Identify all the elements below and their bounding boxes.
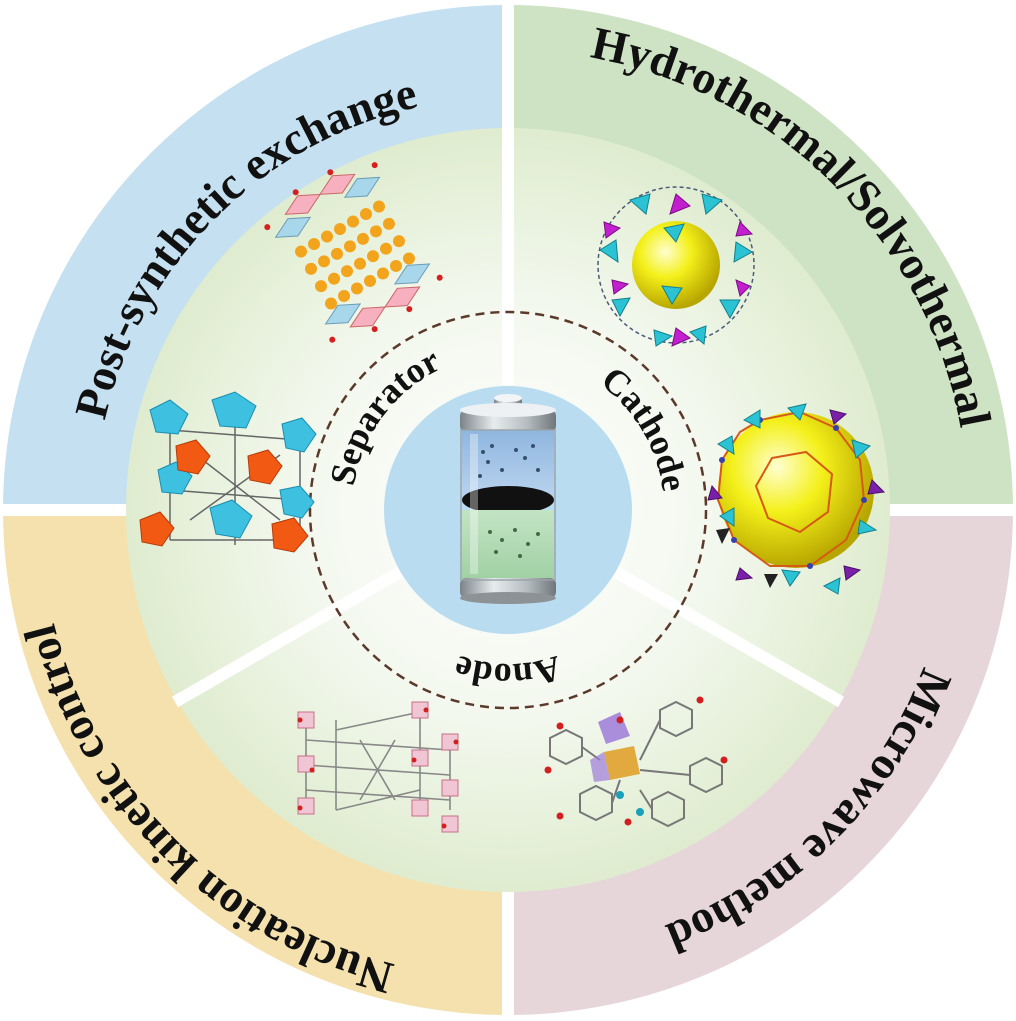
mof-ladder-framework-icon [297,701,459,833]
mof-cage-blue-icon [139,391,317,553]
mof-coordination-network-icon [544,696,728,828]
divider-lower-right [612,566,845,708]
mof-chain-structure-icon [264,162,443,343]
divider-lower-left [171,566,404,708]
polyhedral-framework-icon [597,186,755,347]
dashed-ring [308,310,708,710]
battery-icon [460,394,556,604]
yellow-sphere-cage-icon [707,403,886,595]
